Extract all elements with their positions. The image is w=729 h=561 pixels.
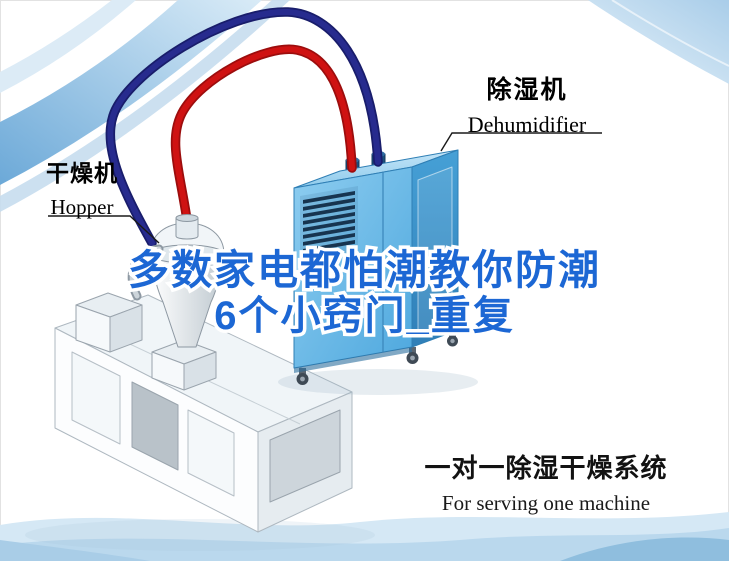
extruder-door [187,409,235,497]
top-right-corner-accent [588,0,729,84]
dehumidifier-shadow [278,369,478,395]
vent-grille [300,186,358,262]
dehumidifier-illustration [278,149,478,395]
extruder-illustration [25,292,375,551]
control-box-side [109,304,143,353]
system-caption-cn: 一对一除湿干燥系统 [424,453,668,483]
headline-line1: 多数家电都怕潮教你防潮 多数家电都怕潮教你防潮 [0,236,729,297]
system-caption: 一对一除湿干燥系统 For serving one machine [408,448,684,516]
hopper-label-en: Hopper [50,195,114,219]
extruder-end-panel [269,409,341,503]
extruder-door [71,351,121,445]
feed-box-side [183,351,217,391]
extruder-panel-dark [131,381,179,471]
caster-wheels [296,330,458,385]
dehumidifier-label-cn: 除湿机 [486,76,568,104]
hopper-cap [175,214,199,240]
red-hose [170,44,357,225]
callout-line-dehumidifier [440,132,602,152]
callout-line-hopper [48,215,160,244]
navy-hose [105,7,383,248]
dehumidifier-callout: 除湿机 Dehumidifier [448,70,606,138]
system-caption-en: For serving one machine [441,491,651,515]
bottom-wave [0,512,729,561]
extruder-shadow [25,519,375,551]
side-panel-outline [417,166,453,336]
hopper-side-pipe [127,244,164,301]
hopper-callout: 干燥机 Hopper [22,154,142,220]
headline-line2: 6个小窍门_重复 6个小窍门_重复 [0,283,729,342]
headline-line2-outline: 6个小窍门_重复 [211,291,517,342]
headline-line1-outline: 多数家电都怕潮教你防潮 [125,244,603,297]
dehumidifier-label-en: Dehumidifier [467,112,587,137]
hopper-label-cn: 干燥机 [46,160,118,186]
hopper-illustration [149,222,225,348]
door-handle [390,250,395,266]
hopper-funnel [149,253,225,348]
dehumidifier-base-strip [294,347,412,373]
